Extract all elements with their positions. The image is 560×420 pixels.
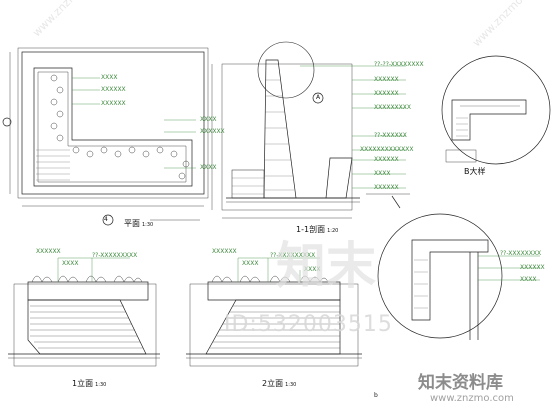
elev1-annotation: XXXX (62, 260, 79, 267)
detail-right-circle (377, 213, 503, 339)
elev2-annotation: XXXX (242, 260, 259, 267)
planter-inner (37, 71, 187, 183)
plan-hatch (36, 149, 70, 181)
section-annotation: XXXXXX (374, 90, 399, 97)
detail-view (441, 55, 551, 165)
elev1-annotation: XXXXXX (36, 248, 61, 255)
section-annotation: XXXXXXXXXXXXX (360, 146, 414, 153)
elevation-1-view (8, 257, 160, 367)
elev1-frame (13, 283, 157, 367)
section-annotation: XXXXXX (374, 184, 399, 191)
plan-leaders (72, 77, 196, 169)
elev1-wall (27, 299, 147, 355)
section-annotation: ??-??-XXXXXXXX (374, 61, 424, 68)
elev1-stripes (30, 305, 143, 349)
detail-hatch (456, 117, 468, 137)
plan-annotation: XXXXXX (200, 128, 225, 135)
detail-callout-circle (257, 41, 315, 99)
section-view (211, 41, 410, 219)
wedge-wall (263, 59, 297, 199)
plan-ref-number: 4 (104, 216, 108, 223)
coping-stone (451, 99, 527, 141)
planter-outline (33, 67, 193, 187)
detail-title: B大样 (464, 167, 486, 176)
base-slab (231, 169, 265, 199)
section-annotation: XXXXXX (374, 156, 399, 163)
detail-right-section (411, 239, 489, 321)
detail-annotation: ??-XXXXXXXX (500, 250, 542, 257)
detail-b-circle (441, 55, 551, 165)
callout-a-label: A (316, 94, 321, 101)
elev1-leaders (57, 257, 130, 282)
plan-plants (50, 74, 190, 180)
elev1-planter (27, 281, 149, 301)
detail-annotation: XXXX (520, 276, 537, 283)
section-annotation: XXXXXXXXX (374, 104, 411, 111)
watermark-brand-cn: 知末资料库 (418, 373, 503, 393)
elev2-leaders (237, 257, 320, 282)
plan-annotation: XXXX (101, 74, 118, 81)
section-leaders (300, 65, 406, 189)
elev2-annotation: XXXXXX (212, 248, 237, 255)
plan-view (2, 47, 209, 226)
watermark-brand-big: 知末 (276, 237, 376, 295)
elev1-shrubs (31, 275, 143, 283)
section-frame (221, 63, 353, 211)
plan-annotation: XXXX (200, 164, 217, 171)
elev1-annotation: ??-XXXXXXXXX (92, 252, 138, 259)
detail-label-box (445, 149, 477, 163)
elev2-annotation: ??-XXXXXXXXX (270, 252, 316, 259)
plan-outline (21, 51, 205, 195)
section-annotation: ??-XXXXXX (374, 132, 407, 139)
plan-annotation: XXXXXX (101, 86, 126, 93)
elev2-shrubs (211, 275, 329, 283)
detail-annotation: XXXXXX (520, 264, 545, 271)
wedge-hatch (265, 79, 294, 191)
elev2-annotation: XXXX (304, 266, 321, 273)
marker-b-label: b (374, 392, 378, 399)
detail-right-view (377, 195, 540, 340)
plan-annotation: XXXXXX (101, 100, 126, 107)
plan-annotation: XXXX (200, 116, 217, 123)
plan-ref-circle (102, 214, 114, 226)
watermark-id: ID:532003515 (224, 312, 393, 337)
section-cut-marker (2, 117, 12, 127)
callout-A-circle (312, 92, 324, 104)
planter-section (325, 157, 353, 199)
section-annotation: XXXX (374, 170, 391, 177)
plan-frame (17, 47, 209, 199)
elev2-stripes (210, 305, 340, 349)
section-annotation: XXXXXX (374, 76, 399, 83)
watermark-url: www.znzmo.com (430, 393, 514, 404)
elevation-2-view (186, 257, 362, 367)
elev2-frame (189, 283, 359, 367)
